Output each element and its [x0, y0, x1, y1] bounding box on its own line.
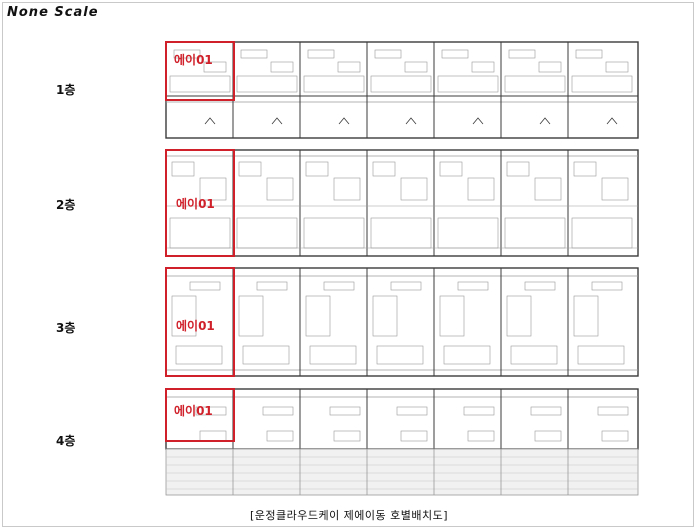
floor-plan-2: 에이01 [160, 148, 644, 258]
floor-4-linework [165, 388, 639, 496]
floor-label-2: 2층 [56, 198, 76, 212]
unit-highlight-2 [165, 149, 235, 257]
floor-label-4: 4층 [56, 434, 76, 448]
floor-3-linework [165, 267, 639, 377]
unit-tag-4: 에이01 [174, 403, 213, 418]
floor-label-3: 3층 [56, 321, 76, 335]
floor-label-1: 1층 [56, 83, 76, 97]
floor-plan-3: 에이01 [160, 266, 644, 378]
floor-plan-3-drawing: 에이01 [165, 267, 639, 377]
unit-highlight-1 [165, 41, 235, 101]
floor-plan-4-drawing: 에이01 [165, 388, 639, 496]
unit-tag-1: 에이01 [174, 52, 213, 67]
floor-1-linework [165, 41, 639, 139]
floor-plan-4: 에이01 [160, 387, 644, 499]
floor-2-linework [165, 149, 639, 257]
floor-plan-1: 에이01 [160, 40, 644, 140]
floor-plan-1-drawing: 에이01 [165, 41, 639, 139]
unit-highlight-3 [165, 267, 235, 377]
unit-highlight-4 [165, 388, 235, 442]
drawing-caption: [운정클라우드케이 제에이동 호별배치도] [249, 509, 449, 522]
scale-note: None Scale [7, 5, 99, 20]
unit-tag-2: 에이01 [176, 196, 215, 211]
unit-tag-3: 에이01 [176, 318, 215, 333]
floor-plan-2-drawing: 에이01 [165, 149, 639, 257]
